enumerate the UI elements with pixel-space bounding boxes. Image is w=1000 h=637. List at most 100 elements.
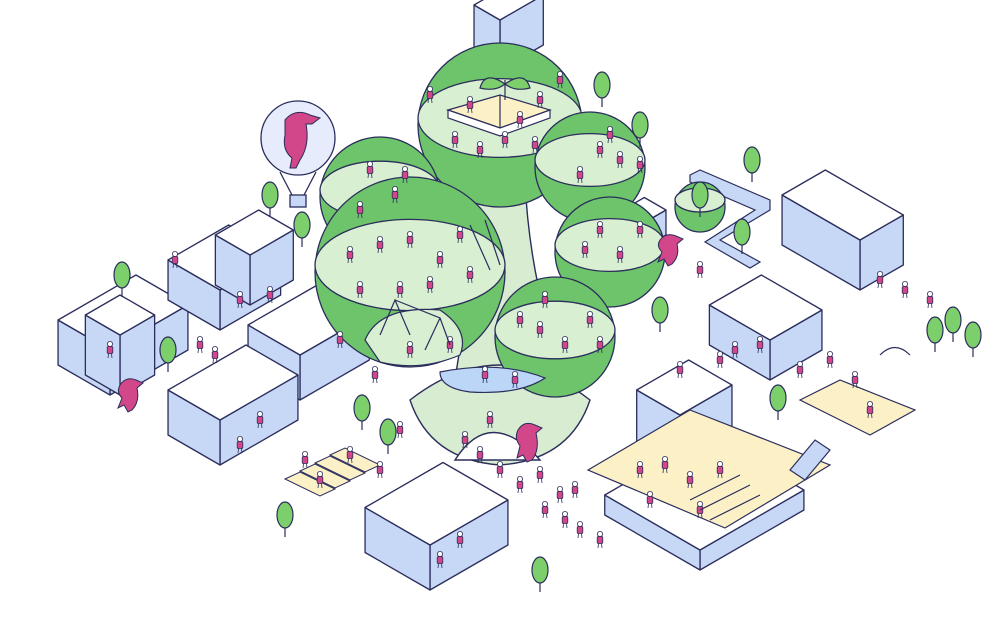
person-icon	[396, 280, 404, 299]
person-icon	[756, 335, 764, 354]
person-icon	[406, 340, 414, 359]
tree-icon	[593, 71, 611, 107]
person-icon	[686, 470, 694, 489]
person-icon	[696, 260, 704, 279]
person-icon	[586, 310, 594, 329]
person-icon	[376, 235, 384, 254]
person-icon	[516, 475, 524, 494]
person-icon	[541, 500, 549, 519]
building-bottom-center	[364, 461, 509, 591]
person-icon	[876, 270, 884, 289]
person-icon	[316, 470, 324, 489]
person-icon	[436, 551, 444, 569]
32	[494, 276, 616, 398]
dinosaur-icon	[117, 234, 684, 463]
person-icon	[636, 220, 644, 239]
ground-paths	[689, 169, 771, 269]
person-icon	[926, 290, 934, 309]
tree-icon	[113, 261, 131, 297]
tree-icon	[769, 384, 787, 420]
person-icon	[616, 245, 624, 264]
building-left-1-tower	[84, 294, 156, 396]
person-icon	[731, 340, 739, 359]
person-icon	[556, 485, 564, 504]
person-icon	[576, 165, 584, 184]
person-icon	[171, 250, 179, 269]
person-icon	[346, 445, 354, 464]
person-icon	[481, 365, 489, 384]
person-icon	[636, 460, 644, 479]
person-icon	[581, 240, 589, 259]
person-icon	[336, 330, 344, 349]
person-icon	[561, 335, 569, 354]
person-icon	[371, 365, 379, 384]
people-layer	[106, 71, 934, 569]
person-icon	[356, 200, 364, 219]
sprout-icon	[479, 77, 531, 100]
tree-icon	[531, 556, 549, 592]
person-icon	[426, 86, 434, 104]
tree-icon	[261, 181, 279, 217]
tree-platforms	[314, 42, 726, 398]
tree-icon	[631, 111, 649, 147]
person-icon	[236, 435, 244, 454]
water-pool	[439, 366, 547, 394]
person-icon	[356, 280, 364, 299]
person-icon	[596, 531, 604, 549]
person-icon	[541, 290, 549, 309]
person-icon	[236, 290, 244, 309]
person-icon	[436, 250, 444, 269]
person-icon	[576, 521, 584, 539]
building-right-2	[708, 274, 823, 381]
person-icon	[266, 285, 274, 304]
person-icon	[606, 126, 614, 144]
tree-icon	[353, 394, 371, 430]
tree-icon	[276, 501, 294, 537]
person-icon	[536, 91, 544, 109]
tree-icon	[944, 306, 962, 342]
28	[534, 111, 646, 223]
person-icon	[516, 111, 524, 129]
tree-icon	[964, 321, 982, 357]
person-icon	[556, 71, 564, 89]
person-icon	[796, 360, 804, 379]
person-icon	[571, 480, 579, 499]
person-icon	[616, 150, 624, 169]
person-icon	[561, 510, 569, 529]
person-icon	[366, 160, 374, 179]
person-icon	[456, 531, 464, 549]
person-icon	[716, 460, 724, 479]
person-icon	[851, 370, 859, 389]
person-icon	[716, 350, 724, 369]
tree-icon	[379, 418, 397, 454]
tree-icon	[691, 181, 709, 217]
tree-icon	[733, 218, 751, 254]
person-icon	[396, 420, 404, 439]
person-icon	[596, 140, 604, 159]
tree-icon	[926, 316, 944, 352]
person-icon	[531, 135, 539, 154]
top-book-platform	[446, 94, 552, 137]
tree-icon	[159, 336, 177, 372]
person-icon	[516, 310, 524, 329]
tree-icon	[651, 296, 669, 332]
person-icon	[496, 460, 504, 479]
person-icon	[696, 500, 704, 519]
person-icon	[476, 140, 484, 159]
person-icon	[596, 335, 604, 354]
person-icon	[211, 345, 219, 364]
person-icon	[661, 455, 669, 474]
person-icon	[391, 185, 399, 204]
person-icon	[486, 410, 494, 429]
building-left-4	[167, 344, 299, 466]
person-icon	[346, 245, 354, 264]
person-icon	[596, 220, 604, 239]
person-icon	[466, 96, 474, 114]
person-icon	[406, 230, 414, 249]
crosswalk	[283, 447, 382, 497]
person-icon	[536, 320, 544, 339]
person-icon	[501, 130, 509, 149]
person-icon	[636, 155, 644, 174]
person-icon	[401, 165, 409, 184]
